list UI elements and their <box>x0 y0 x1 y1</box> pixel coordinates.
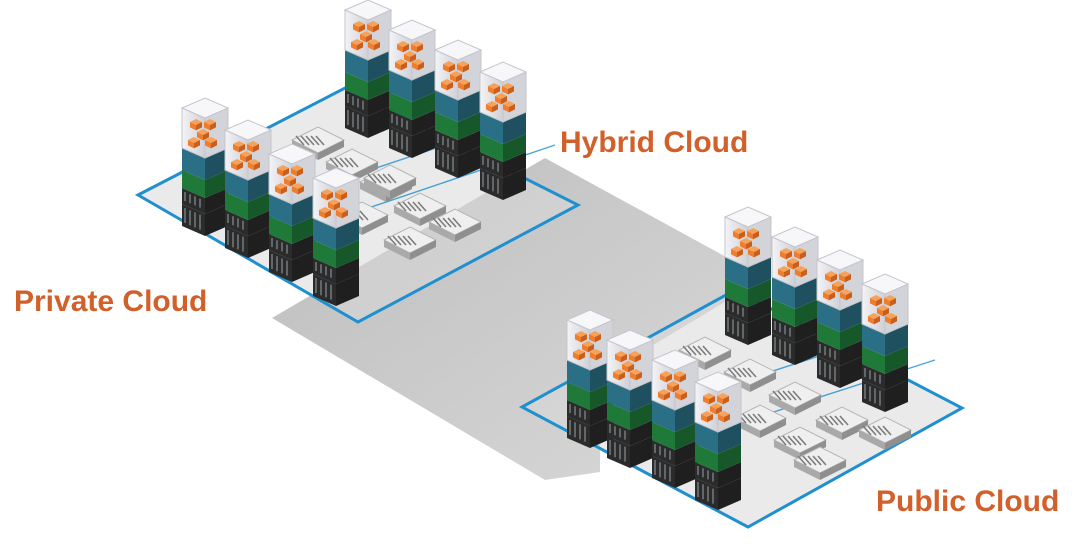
server-rack-icon <box>478 61 528 200</box>
network-switch-icon <box>382 226 438 260</box>
virtual-machine-cube-icon <box>311 167 361 229</box>
cloud-floor-outline <box>518 288 966 529</box>
server-rack-icon <box>311 167 361 306</box>
virtual-machine-cube-icon <box>815 249 865 311</box>
virtual-machine-cube-icon <box>693 371 743 433</box>
server-rack-icon <box>770 226 820 365</box>
network-switch-icon <box>772 426 828 460</box>
network-switch-icon <box>857 416 913 450</box>
public-cloud-label: Public Cloud <box>876 485 1060 518</box>
hybrid-bridge-surface <box>272 158 728 480</box>
network-switch-icon <box>324 148 380 182</box>
server-rack-icon <box>223 119 273 258</box>
private-cloud-equipment <box>180 0 556 306</box>
virtual-machine-cube-icon <box>605 329 655 391</box>
cloud-equipment <box>180 0 936 510</box>
network-switch-icon <box>362 164 418 198</box>
virtual-machine-cube-icon <box>723 206 773 268</box>
virtual-machine-cube-icon <box>223 119 273 181</box>
server-rack-icon <box>433 39 483 178</box>
server-rack-icon <box>605 329 655 468</box>
virtual-machine-cube-icon <box>267 143 317 205</box>
network-switch-icon <box>814 406 870 440</box>
network-switch-icon <box>392 192 448 226</box>
virtual-machine-cube-icon <box>387 19 437 81</box>
virtual-machine-cube-icon <box>650 349 700 411</box>
server-rack-icon <box>387 19 437 158</box>
virtual-machine-cube-icon <box>860 273 910 335</box>
server-rack-icon <box>565 309 615 448</box>
server-rack-icon <box>860 273 910 412</box>
server-rack-icon <box>180 97 230 236</box>
server-rack-icon <box>267 143 317 282</box>
virtual-machine-cube-icon <box>343 0 393 61</box>
virtual-machine-cube-icon <box>433 39 483 101</box>
server-rack-icon <box>815 249 865 388</box>
virtual-machine-cube-icon <box>565 309 615 371</box>
server-rack-icon <box>723 206 773 345</box>
private-cloud-label: Private Cloud <box>14 285 208 318</box>
server-rack-icon <box>693 371 743 510</box>
network-switch-icon <box>767 381 823 415</box>
virtual-machine-cube-icon <box>478 61 528 123</box>
network-switch-icon <box>427 208 483 242</box>
server-rack-icon <box>343 0 393 138</box>
virtual-machine-cube-icon <box>770 226 820 288</box>
server-rack-icon <box>650 349 700 488</box>
cloud-floor-outline <box>134 86 582 324</box>
hybrid-cloud-label: Hybrid Cloud <box>560 126 749 159</box>
network-switch-icon <box>732 404 788 438</box>
network-switch-icon <box>792 446 848 480</box>
public-cloud-equipment <box>565 206 936 510</box>
virtual-machine-cube-icon <box>180 97 230 159</box>
hybrid-bridge <box>272 158 728 480</box>
